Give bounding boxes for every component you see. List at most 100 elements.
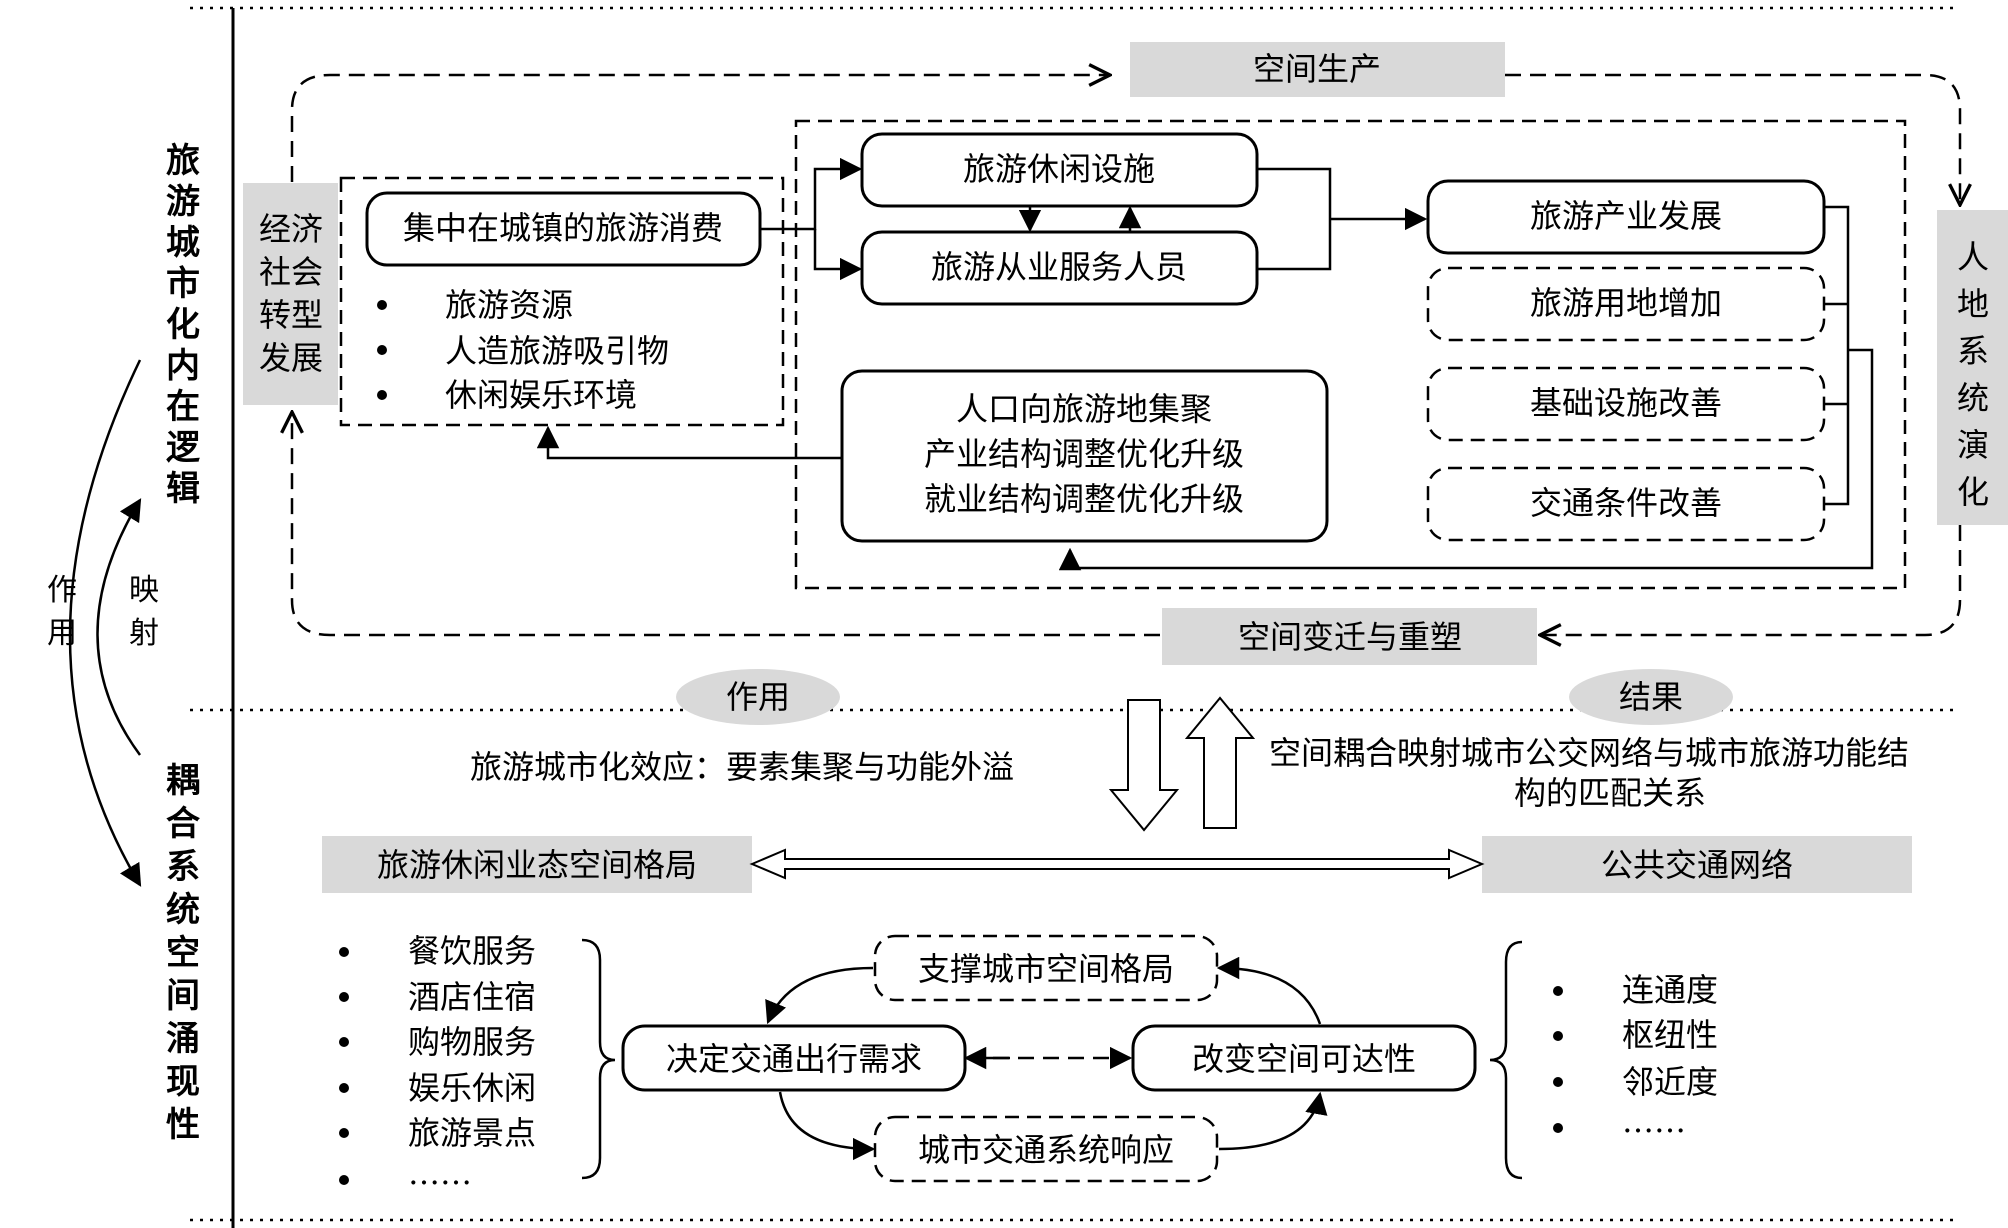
- resource-bullet: [377, 300, 387, 310]
- industry-box: [1426, 179, 1826, 255]
- effect-badge: 作用: [726, 678, 790, 716]
- support-label: 支撑城市空间格局: [918, 950, 1174, 988]
- right-curly-brace: [1489, 940, 1523, 1180]
- svg-text:发展: 发展: [259, 339, 323, 377]
- leisure-bullet: [339, 1083, 349, 1093]
- staff-label: 旅游从业服务人员: [931, 248, 1187, 286]
- resource-item: 休闲娱乐环境: [445, 376, 637, 414]
- leisure-item: 旅游景点: [408, 1114, 536, 1152]
- leisure-item: 购物服务: [408, 1023, 536, 1061]
- consumption-label: 集中在城镇的旅游消费: [403, 209, 723, 247]
- transit-bullet: [1553, 1077, 1563, 1087]
- space-production-label: 空间生产: [1253, 50, 1381, 88]
- demand-to-response-arrow: [778, 1091, 876, 1161]
- accessibility-label: 改变空间可达性: [1192, 1040, 1416, 1078]
- transit-item: ……: [1622, 1102, 1686, 1140]
- leisure-bullet: [339, 947, 349, 957]
- effect-arc-arrow: [68, 359, 142, 887]
- left-effect-label-vertical: 作用: [47, 573, 77, 651]
- demand-label: 决定交通出行需求: [666, 1040, 922, 1078]
- leisure-bullet: [339, 1128, 349, 1138]
- resource-bullet: [377, 390, 387, 400]
- outcome-line: 人口向旅游地集聚: [956, 390, 1212, 428]
- svg-text:旅游城市化内在逻辑: 旅游城市化内在逻辑: [166, 141, 200, 509]
- facilities-label: 旅游休闲设施: [963, 150, 1155, 188]
- leisure-bullet: [339, 1175, 349, 1185]
- svg-text:人地系统演化: 人地系统演化: [1957, 238, 1989, 511]
- leisure-bullet: [339, 1037, 349, 1047]
- leisure-pattern-bg: [322, 836, 752, 893]
- support-box: [873, 934, 1219, 1002]
- space-production-cycle-right: [1505, 73, 1960, 205]
- resource-item: 人造旅游吸引物: [445, 332, 669, 370]
- leisure-item: 娱乐休闲: [408, 1069, 536, 1107]
- transit-item: 邻近度: [1622, 1063, 1718, 1101]
- man-land-bg: [1937, 210, 2008, 525]
- outcomes-text: 人口向旅游地集聚 产业结构调整优化升级 就业结构调整优化升级: [924, 390, 1244, 518]
- traffic-cond-label: 交通条件改善: [1530, 484, 1722, 522]
- left-curly-brace: [581, 938, 616, 1180]
- svg-text:经济: 经济: [259, 210, 323, 248]
- resource-bullet: [377, 345, 387, 355]
- accessibility-box: [1131, 1024, 1477, 1092]
- transit-bullet: [1553, 1031, 1563, 1041]
- svg-text:作用: 作用: [47, 573, 77, 651]
- transit-bullet: [1553, 986, 1563, 996]
- leisure-item: ……: [408, 1154, 472, 1192]
- effect-text: 旅游城市化效应：要素集聚与功能外溢: [470, 748, 1014, 786]
- transit-item: 连通度: [1622, 971, 1718, 1009]
- man-land-label: 人地系统演化: [1957, 238, 1989, 511]
- svg-text:映射: 映射: [129, 573, 159, 651]
- public-transit-label: 公共交通网络: [1601, 846, 1793, 884]
- effect-badge-bg: [676, 669, 840, 725]
- result-text-line2: 构的匹配关系: [1514, 774, 1706, 812]
- left-bottom-label: 耦合系统空间涌现性: [166, 761, 200, 1145]
- industry-label: 旅游产业发展: [1530, 197, 1722, 235]
- resource-list: 旅游资源 人造旅游吸引物 休闲娱乐环境: [377, 286, 669, 414]
- svg-text:转型: 转型: [259, 296, 323, 334]
- space-change-label-bg: [1162, 608, 1537, 665]
- svg-text:社会: 社会: [259, 253, 323, 291]
- response-to-accessibility-arrow: [1218, 1091, 1328, 1151]
- outcomes-feedback-arrow: [536, 425, 842, 460]
- space-change-cycle-left: [292, 412, 1160, 637]
- leisure-bullet: [339, 992, 349, 1002]
- land-increase-label: 旅游用地增加: [1530, 284, 1722, 322]
- left-map-label-vertical: 映射: [129, 573, 159, 651]
- resource-item: 旅游资源: [445, 286, 573, 324]
- response-label: 城市交通系统响应: [918, 1131, 1174, 1169]
- down-hollow-arrow: [1108, 699, 1180, 832]
- space-production-label-bg: [1130, 42, 1505, 97]
- transit-bullet: [1553, 1123, 1563, 1133]
- result-badge-bg: [1569, 669, 1733, 725]
- leisure-item: 餐饮服务: [408, 932, 536, 970]
- result-badge: 结果: [1619, 678, 1683, 716]
- transit-item: 枢纽性: [1622, 1016, 1718, 1054]
- support-to-demand-arrow: [765, 966, 874, 1025]
- leisure-pattern-label: 旅游休闲业态空间格局: [377, 846, 697, 884]
- econ-transform-bg: [243, 183, 338, 405]
- result-text-line1: 空间耦合映射城市公交网络与城市旅游功能结: [1269, 734, 1909, 772]
- public-transit-bg: [1482, 836, 1912, 893]
- space-change-label: 空间变迁与重塑: [1238, 618, 1462, 656]
- transit-items-list: 连通度 枢纽性 邻近度 ……: [1553, 971, 1718, 1140]
- outcomes-box: [840, 369, 1329, 543]
- left-top-label: 旅游城市化内在逻辑: [166, 141, 200, 509]
- consumption-to-staff-arrow: [813, 229, 863, 281]
- space-change-cycle-right: [1540, 525, 1962, 635]
- infra-label: 基础设施改善: [1530, 384, 1722, 422]
- space-production-cycle-top: [290, 75, 1110, 182]
- bidirectional-hollow-arrow: [749, 848, 1485, 880]
- to-industry-arrow: [1257, 167, 1425, 271]
- outcome-bracket: [1070, 205, 1874, 568]
- outcome-line: 就业结构调整优化升级: [924, 480, 1244, 518]
- svg-text:耦合系统空间涌现性: 耦合系统空间涌现性: [166, 761, 200, 1145]
- up-hollow-arrow: [1184, 696, 1256, 829]
- leisure-item: 酒店住宿: [408, 978, 536, 1016]
- econ-transform-label: 经济 社会 转型 发展: [259, 210, 323, 377]
- outcome-line: 产业结构调整优化升级: [924, 435, 1244, 473]
- map-arc-arrow: [96, 498, 142, 756]
- consumption-split-line: [760, 157, 863, 231]
- leisure-items-list: 餐饮服务 酒店住宿 购物服务 娱乐休闲 旅游景点 ……: [339, 932, 536, 1192]
